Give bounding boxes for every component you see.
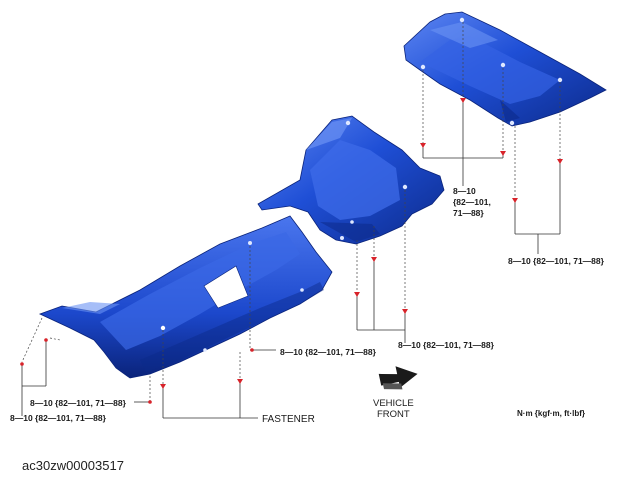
leader-lines bbox=[21, 22, 561, 419]
units-note: N·m {kgf·m, ft·lbf} bbox=[517, 409, 585, 418]
fastener-label: FASTENER bbox=[262, 414, 315, 425]
bolt-marker bbox=[512, 198, 518, 203]
bolt-markers bbox=[20, 98, 563, 404]
bolt-marker bbox=[402, 309, 408, 314]
torque-label-front-lower: 8—10 {82—101, 71—88} bbox=[10, 413, 107, 423]
torque-label-front-center: 8—10 {82—101, 71—88} bbox=[280, 347, 377, 357]
center-under-cover bbox=[257, 115, 445, 245]
torque-label-rear-a-line1: 8—10 bbox=[453, 186, 476, 196]
bolt-marker bbox=[354, 292, 360, 297]
bolt-marker bbox=[160, 384, 166, 389]
rear-under-cover bbox=[403, 11, 607, 127]
bolt-marker bbox=[460, 98, 466, 103]
bolt-marker bbox=[420, 143, 426, 148]
torque-label-rear-b: 8—10 {82—101, 71—88} bbox=[508, 256, 605, 266]
bolt-marker bbox=[500, 151, 506, 156]
vehicle-front-label-line2: FRONT bbox=[377, 409, 410, 420]
vehicle-front-label-line1: VEHICLE bbox=[373, 398, 414, 409]
bolt-marker bbox=[20, 362, 24, 366]
vehicle-front-arrow-icon bbox=[378, 366, 418, 390]
torque-label-rear-a-line3: 71—88} bbox=[453, 208, 484, 218]
front-under-cover bbox=[38, 215, 333, 379]
bolt-marker bbox=[557, 159, 563, 164]
torque-label-rear-a-line2: {82—101, bbox=[453, 197, 491, 207]
bolt-marker bbox=[44, 338, 48, 342]
bolt-marker bbox=[371, 257, 377, 262]
bolt-marker bbox=[237, 379, 243, 384]
torque-label-center: 8—10 {82—101, 71—88} bbox=[398, 340, 495, 350]
torque-label-front-upper: 8—10 {82—101, 71—88} bbox=[30, 398, 127, 408]
image-code: ac30zw00003517 bbox=[22, 458, 124, 473]
bolt-marker bbox=[148, 400, 152, 404]
bolt-marker bbox=[250, 348, 254, 352]
